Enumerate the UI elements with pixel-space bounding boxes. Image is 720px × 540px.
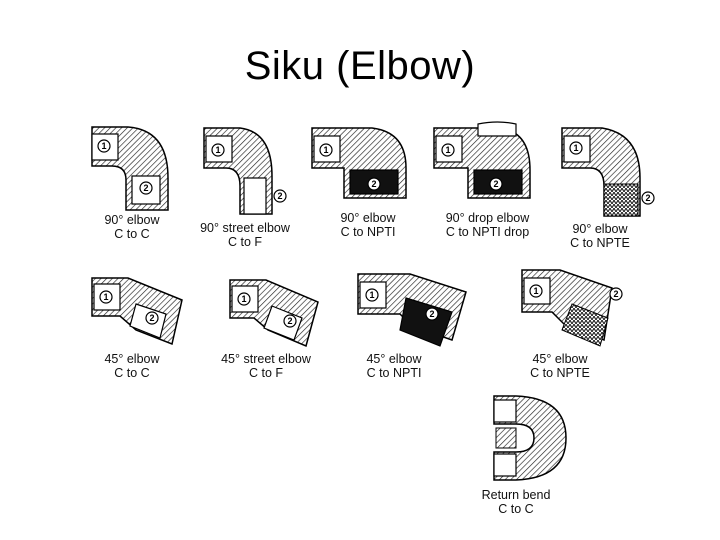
port-1-label: 1 xyxy=(369,290,374,300)
caption-90-street-elbow-c-to-f: 90° street elbow C to F xyxy=(200,221,290,249)
caption-90-elbow-c-to-npti: 90° elbow C to NPTI xyxy=(340,211,396,239)
port-2-marker xyxy=(139,181,153,195)
port-1-marker xyxy=(97,139,111,153)
port-1-marker xyxy=(569,141,583,155)
port-2-marker xyxy=(425,307,439,321)
caption-45-elbow-c-to-c: 45° elbow C to C xyxy=(104,352,160,380)
port-1-marker xyxy=(529,284,543,298)
port-1-label: 1 xyxy=(323,145,328,155)
caption-45-street-elbow-c-to-f: 45° street elbow C to F xyxy=(221,352,311,380)
port-1-marker xyxy=(365,288,379,302)
fitting-45-elbow-c-to-npte: 1 2 xyxy=(521,269,623,347)
port-1-marker xyxy=(99,290,113,304)
fitting-90-elbow-c-to-npti: 1 2 xyxy=(311,127,407,199)
port-1-marker xyxy=(319,143,333,157)
fitting-45-elbow-c-to-c: 1 2 xyxy=(91,277,183,346)
port-2-marker xyxy=(609,287,623,301)
fitting-90-elbow-c-to-c: 1 2 xyxy=(91,126,169,211)
port-1-label: 1 xyxy=(573,143,578,153)
port-2-marker xyxy=(641,191,655,205)
port-2-marker xyxy=(273,189,287,203)
port-1-label: 1 xyxy=(445,145,450,155)
slide-title: Siku (Elbow) xyxy=(244,44,476,88)
port-2-label: 2 xyxy=(143,183,148,193)
caption-return-bend-c-to-c: Return bend C to C xyxy=(481,488,551,516)
port-1-label: 1 xyxy=(241,294,246,304)
fitting-90-street-elbow-c-to-f: 1 2 xyxy=(203,127,287,215)
port-2-marker xyxy=(367,177,381,191)
fitting-90-drop-elbow-c-to-npti-drop: 1 2 xyxy=(433,121,531,199)
port-2-label: 2 xyxy=(371,179,376,189)
port-2-label: 2 xyxy=(277,191,282,201)
port-1-label: 1 xyxy=(215,145,220,155)
port-2-label: 2 xyxy=(613,289,618,299)
port-1-label: 1 xyxy=(103,292,108,302)
port-2-label: 2 xyxy=(493,179,498,189)
port-1-marker xyxy=(211,143,225,157)
port-1-label: 1 xyxy=(533,286,538,296)
caption-90-elbow-c-to-c: 90° elbow C to C xyxy=(104,213,160,241)
fitting-45-street-elbow-c-to-f: 1 2 xyxy=(229,279,319,348)
fitting-45-elbow-c-to-npti: 1 2 xyxy=(357,273,467,347)
fitting-90-elbow-c-to-npte: 1 2 xyxy=(561,127,655,217)
port-2-label: 2 xyxy=(645,193,650,203)
port-2-label: 2 xyxy=(149,313,154,323)
port-2-marker xyxy=(283,314,297,328)
port-2-label: 2 xyxy=(287,316,292,326)
port-1-label: 1 xyxy=(101,141,106,151)
port-2-marker xyxy=(489,177,503,191)
port-2-marker xyxy=(145,311,159,325)
port-2-label: 2 xyxy=(429,309,434,319)
caption-45-elbow-c-to-npti: 45° elbow C to NPTI xyxy=(366,352,422,380)
caption-90-elbow-c-to-npte: 90° elbow C to NPTE xyxy=(570,222,630,250)
caption-90-drop-elbow-c-to-npti-drop: 90° drop elbow C to NPTI drop xyxy=(445,211,530,239)
fitting-return-bend-c-to-c xyxy=(493,395,567,481)
port-1-marker xyxy=(441,143,455,157)
port-1-marker xyxy=(237,292,251,306)
caption-45-elbow-c-to-npte: 45° elbow C to NPTE xyxy=(530,352,590,380)
